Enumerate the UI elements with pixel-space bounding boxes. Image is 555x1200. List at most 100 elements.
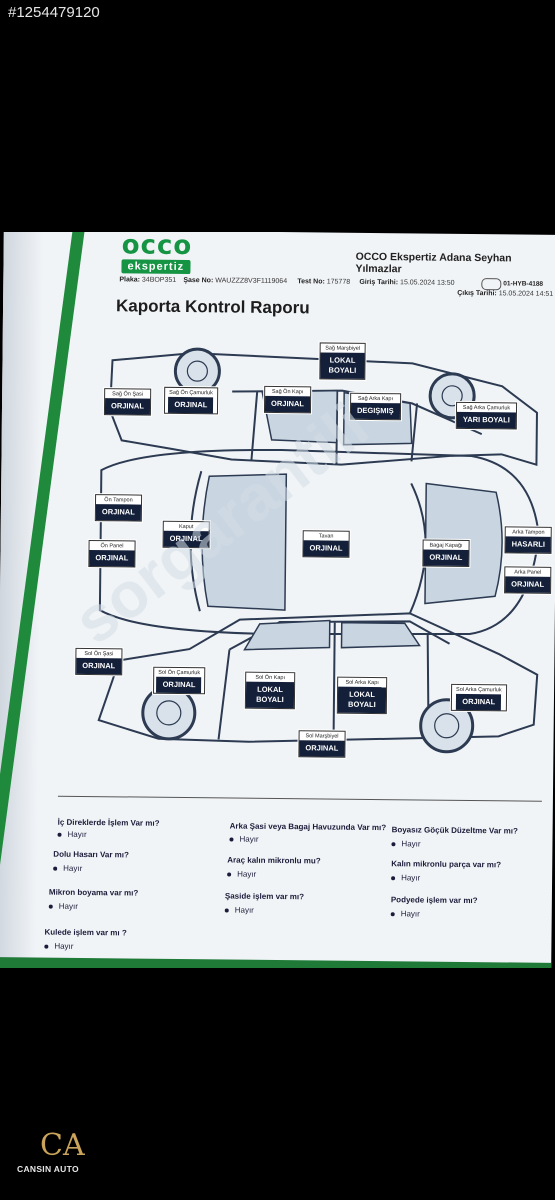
part-status: LOKAL BOYALI <box>337 686 387 714</box>
part-status: ORJINAL <box>95 504 141 521</box>
part-status: ORJINAL <box>505 576 551 593</box>
answer-text: Hayır <box>237 869 257 879</box>
answer-text: Hayır <box>67 829 87 840</box>
part-name: Sağ Marşbiyel <box>325 345 361 352</box>
occo-logo: occo ekspertiz <box>121 232 193 275</box>
report-title: Kaporta Kontrol Raporu <box>115 296 310 318</box>
answer-arac-kalin-mikron: Hayır <box>227 869 257 879</box>
plaka-value: 34BOP351 <box>141 276 177 284</box>
part-status: ORJINAL <box>156 676 202 694</box>
answer-ic-direkler: Hayır <box>57 829 87 840</box>
part-status: LOKAL BOYALI <box>245 681 295 709</box>
answer-text: Hayır <box>401 873 421 883</box>
answer-kalin-mikronlu-parca: Hayır <box>391 873 421 883</box>
part-name: Bagaj Kapağı <box>429 542 463 549</box>
bullet-icon <box>44 944 49 949</box>
bullet-icon <box>390 912 395 917</box>
question-ic-direkler: İç Direklerde İşlem Var mı? <box>57 817 160 828</box>
part-status: ORJINAL <box>423 549 469 566</box>
question-kulede-islem: Kulede işlem var mı ? <box>44 927 127 938</box>
giris-value: 15.05.2024 13:50 <box>400 279 455 287</box>
part-name: Sağ Ön Şasi <box>112 391 144 398</box>
answer-mikron-boyama: Hayır <box>48 901 78 911</box>
bullet-icon <box>224 908 229 913</box>
hyb-logo-icon <box>481 278 502 291</box>
answer-text: Hayır <box>63 863 83 873</box>
bullet-icon <box>48 904 53 909</box>
answer-text: Hayır <box>401 839 421 849</box>
meta-test: Test No: 175778 <box>297 278 350 286</box>
meta-cikis: Çıkış Tarihi: 15.05.2024 14:51 <box>457 290 553 298</box>
page-shadow <box>0 232 44 966</box>
part-status: ORJINAL <box>303 540 349 557</box>
answer-boyasiz-gocuk: Hayır <box>391 839 421 849</box>
report-photo: occo ekspertiz OCCO Ekspertiz Adana Seyh… <box>0 232 555 968</box>
sase-value: WAUZZZ8V3F1119064 <box>215 277 288 286</box>
part-name: Ön Tampon <box>104 497 133 504</box>
answer-text: Hayır <box>58 901 78 911</box>
bullet-icon <box>227 872 232 877</box>
test-label: Test No: <box>297 278 325 286</box>
answer-text: Hayır <box>234 905 254 915</box>
part-status: YARI BOYALI <box>456 411 516 429</box>
meta-giris: Giriş Tarihi: 15.05.2024 13:50 <box>359 279 454 287</box>
question-arka-sasi: Arka Şasi veya Bagaj Havuzunda Var mı? <box>229 821 387 833</box>
answer-arka-sasi: Hayır <box>229 834 259 844</box>
part-name: Ön Panel <box>100 543 124 550</box>
meta-plaka: Plaka: 34BOP351 <box>119 276 176 284</box>
question-saside-islem: Şaside işlem var mı? <box>224 891 305 902</box>
part-name: Sağ Arka Kapı <box>357 395 394 403</box>
question-podyede-islem: Podyede işlem var mı? <box>390 895 478 906</box>
part-status: ORJINAL <box>168 396 214 414</box>
part-status: ORJINAL <box>299 740 345 757</box>
part-status: HASARLI <box>505 536 552 553</box>
question-boyasiz-gocuk: Boyasız Göçük Düzeltme Var mı? <box>391 825 518 836</box>
answer-text: Hayır <box>239 834 259 844</box>
answer-text: Hayır <box>54 941 74 951</box>
part-name: Sol Ön Kapı <box>255 674 286 682</box>
cansin-auto-logo: CA CANSIN AUTO <box>14 1124 94 1182</box>
part-name: Arka Panel <box>514 569 542 576</box>
question-mikron-boyama: Mikron boyama var mı? <box>48 887 139 898</box>
green-border-bottom <box>0 957 552 968</box>
cikis-value: 15.05.2024 14:51 <box>498 290 554 298</box>
meta-sase: Şase No: WAUZZZ8V3F1119064 <box>183 277 287 285</box>
bullet-icon <box>57 832 62 837</box>
logo-main: occo <box>121 232 193 262</box>
bullet-icon <box>53 866 58 871</box>
answer-saside-islem: Hayır <box>224 905 254 915</box>
part-status: ORJINAL <box>456 693 502 711</box>
part-status: LOKAL BOYALI <box>320 352 365 379</box>
part-name: Tavan <box>318 533 334 540</box>
part-name: Sol Marşbiyel <box>305 733 339 740</box>
report-page: occo ekspertiz OCCO Ekspertiz Adana Seyh… <box>0 232 555 968</box>
bullet-icon <box>391 876 396 881</box>
listing-id: #1254479120 <box>8 4 100 21</box>
answer-dolu-hasari: Hayır <box>53 864 82 873</box>
sase-label: Şase No: <box>183 276 214 285</box>
hyb-code: 01-HYB-4188 <box>503 280 544 288</box>
part-name: Arka Tampon <box>512 529 545 536</box>
brand-name: CANSIN AUTO <box>17 1164 79 1174</box>
test-value: 175778 <box>326 278 351 286</box>
part-name: Sol Arka Kapı <box>345 679 379 687</box>
question-arac-kalin-mikron: Araç kalın mikronlu mu? <box>227 855 321 866</box>
bullet-icon <box>391 842 396 847</box>
part-status: ORJINAL <box>76 657 122 675</box>
giris-label: Giriş Tarihi: <box>359 278 399 287</box>
brand-monogram: CA <box>40 1128 85 1163</box>
answer-text: Hayır <box>400 909 420 919</box>
section-divider <box>57 795 542 802</box>
